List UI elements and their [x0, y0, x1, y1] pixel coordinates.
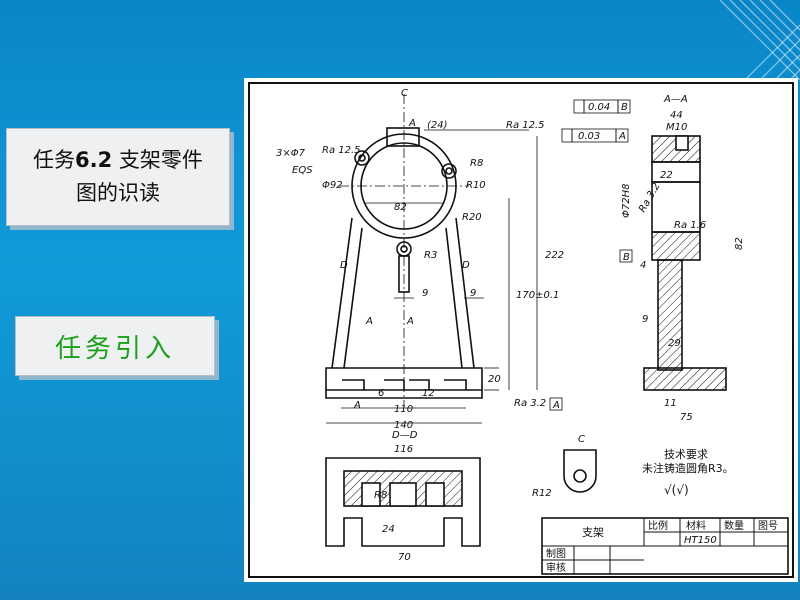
dim-6: 6 — [378, 388, 384, 399]
rough-side-ra32: Ra 3.2 — [637, 181, 663, 214]
dim-r8: R8 — [470, 158, 483, 169]
dim-82: 82 — [394, 202, 407, 213]
dim-11: 11 — [664, 398, 677, 409]
drawing-border — [248, 82, 794, 578]
front-centerlines — [339, 94, 469, 408]
section-d-right: D — [462, 260, 470, 271]
notes-roughness: √(√) — [664, 483, 689, 497]
task-title-suffix: 支架零件 — [112, 148, 203, 172]
section-dd — [325, 457, 481, 547]
rough-ra125b: Ra 12.5 — [322, 145, 361, 156]
title-qty-hdr: 数量 — [724, 519, 744, 532]
tol1-value: 0.04 — [588, 102, 610, 113]
tol2-ref-box — [615, 128, 629, 143]
tol1-symbol-box — [573, 99, 585, 114]
decorative-stripes — [719, 0, 800, 90]
dim-70: 70 — [398, 552, 411, 563]
dim-d92: Φ92 — [322, 180, 343, 191]
rough-ra16: Ra 1.6 — [674, 220, 706, 231]
section-a-top: A — [408, 118, 416, 129]
detail-c-label: C — [578, 434, 585, 445]
tol1-ref-box — [617, 99, 631, 114]
notes-title: 技术要求 — [664, 448, 708, 461]
dim-r20: R20 — [462, 212, 482, 223]
dim-170: 170±0.1 — [516, 290, 559, 301]
dim-44: 44 — [670, 110, 683, 121]
task-title-line2: 图的识读 — [76, 181, 160, 205]
title-material: HT150 — [684, 535, 717, 546]
view-aa-label: A—A — [663, 94, 688, 105]
title-scale-hdr: 比例 — [648, 519, 668, 532]
title-drawn: 制图 — [546, 547, 566, 560]
dim-116: 116 — [394, 444, 413, 455]
dim-dd-r8: R8 — [374, 490, 387, 501]
dim-75: 75 — [680, 412, 693, 423]
dim-20: 20 — [488, 374, 501, 385]
title-drawing-no-hdr: 图号 — [758, 520, 778, 532]
task-title-number: 6.2 — [75, 148, 113, 172]
dim-r3: R3 — [424, 250, 437, 261]
dim-side-9: 9 — [642, 314, 648, 325]
section-d-left: D — [340, 260, 348, 271]
task-title-line1: 任务6.2 支架零件 — [33, 144, 203, 177]
title-part-name: 支架 — [582, 526, 604, 539]
dim-dd-24: 24 — [382, 524, 395, 535]
engineering-drawing: (24) Ra 12.5 3×Φ7 Ra 12.5 EQS Φ92 R8 R10… — [244, 78, 798, 582]
notes-line1: 未注铸造圆角R3。 — [642, 461, 734, 475]
dim-29: 29 — [668, 338, 681, 349]
dim-140: 140 — [394, 420, 413, 431]
dim-9a: 9 — [422, 288, 428, 299]
dim-r10: R10 — [466, 180, 486, 191]
dim-d72: Φ72H8 — [621, 184, 632, 218]
dim-12: 12 — [422, 388, 435, 399]
dim-222: 222 — [545, 250, 564, 261]
section-c-top: C — [401, 88, 408, 99]
datum-b-box — [619, 249, 633, 263]
front-view — [325, 127, 483, 399]
detail-c — [563, 449, 597, 493]
dim-holes: 3×Φ7 — [276, 148, 306, 159]
dim-side-82: 82 — [734, 237, 745, 250]
drawing-svg: (24) Ra 12.5 3×Φ7 Ra 12.5 EQS Φ92 R8 R10… — [248, 82, 794, 578]
section-a-right: A — [406, 316, 414, 327]
dim-9b: 9 — [470, 288, 476, 299]
rough-ra32: Ra 3.2 — [514, 398, 546, 409]
front-dim-lines — [326, 129, 538, 424]
dim-110: 110 — [394, 404, 413, 415]
datum-b: B — [623, 252, 630, 263]
section-a-bottom: A — [353, 400, 361, 411]
dim-r12: R12 — [532, 488, 552, 499]
tol2-symbol-box — [561, 128, 573, 143]
title-material-hdr: 材料 — [686, 519, 706, 532]
title-checked: 审核 — [546, 561, 566, 574]
task-intro-label: 任务引入 — [54, 333, 175, 364]
dim-4: 4 — [640, 260, 646, 271]
dim-m10: M10 — [666, 122, 687, 133]
view-dd-label: D—D — [392, 430, 418, 441]
datum-a-box — [549, 397, 563, 411]
tol2-ref: A — [618, 131, 626, 142]
title-block — [541, 517, 789, 575]
dim-22: 22 — [660, 170, 673, 181]
side-view-aa — [643, 135, 727, 391]
task-title-prefix: 任务 — [33, 148, 76, 172]
datum-a: A — [552, 400, 560, 411]
task-title-box: 任务6.2 支架零件 图的识读 — [6, 128, 230, 226]
dim-24: (24) — [427, 120, 448, 131]
task-intro-button[interactable]: 任务引入 — [15, 316, 215, 376]
tol2-value: 0.03 — [578, 131, 600, 142]
section-a-left: A — [365, 316, 373, 327]
dim-eqs: EQS — [292, 165, 313, 176]
rough-ra125: Ra 12.5 — [506, 120, 545, 131]
tol1-ref: B — [621, 102, 628, 113]
